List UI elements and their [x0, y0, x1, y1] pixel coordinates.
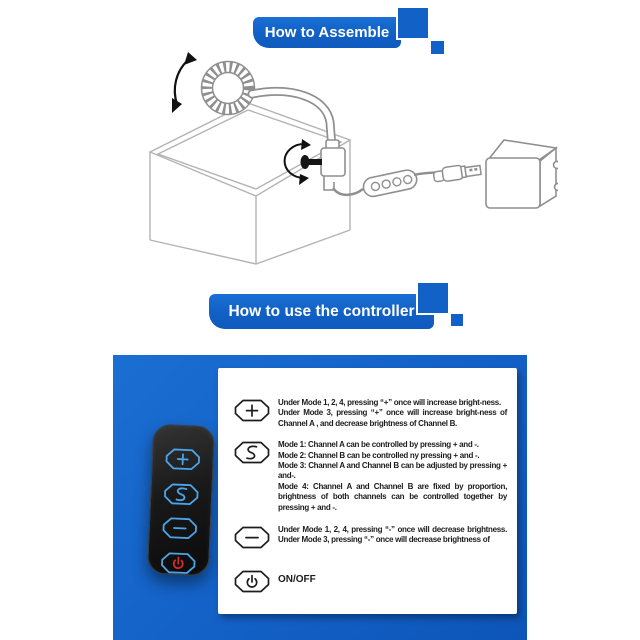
instruction-row-power: ON/OFF	[234, 569, 507, 598]
gooseneck-arm	[247, 87, 337, 153]
mode-instructions: Mode 1: Channel A can be controlled by p…	[278, 440, 507, 512]
controller-banner-label: How to use the controller	[228, 302, 415, 320]
controller-banner: How to use the controller	[209, 294, 434, 329]
clamp	[320, 139, 346, 191]
mode-button-icon	[234, 440, 270, 469]
power-cable	[332, 187, 364, 197]
remote-mode-button	[164, 483, 199, 505]
remote-minus-button	[162, 517, 197, 539]
remote-power-button	[161, 551, 196, 574]
rotation-arrow-icon	[172, 52, 197, 113]
minus-instructions: Under Mode 1, 2, 4, pressing “-” once wi…	[278, 525, 507, 545]
onoff-label: ON/OFF	[278, 574, 316, 586]
tank	[148, 102, 352, 265]
banner-decoration-square	[396, 8, 428, 40]
mode-cycle-icon	[175, 487, 188, 501]
usb-plug	[432, 164, 482, 183]
power-adapter	[485, 139, 558, 209]
plus-icon	[176, 453, 189, 466]
remote-plus-button	[165, 448, 200, 471]
instruction-row-mode: Mode 1: Channel A can be controlled by p…	[234, 440, 507, 513]
plus-instructions: Under Mode 1, 2, 4, pressing “+” once wi…	[278, 398, 507, 428]
controller-instructions-section: Under Mode 1, 2, 4, pressing “+” once wi…	[113, 355, 527, 640]
instructions-panel: Under Mode 1, 2, 4, pressing “+” once wi…	[218, 368, 517, 614]
power-button-icon	[234, 569, 270, 598]
usb-cable	[413, 171, 437, 177]
assemble-banner: How to Assemble	[253, 17, 401, 48]
assembly-illustration	[148, 52, 558, 265]
assemble-banner-label: How to Assemble	[264, 24, 390, 41]
screw-rotation-arrow-icon	[283, 139, 311, 185]
instruction-row-minus: Under Mode 1, 2, 4, pressing “-” once wi…	[234, 525, 507, 554]
banner-decoration-square-small	[451, 314, 463, 326]
minus-icon	[173, 527, 187, 530]
clamp-screw	[300, 155, 322, 169]
instruction-row-plus: Under Mode 1, 2, 4, pressing “+” once wi…	[234, 398, 507, 429]
light-head	[200, 60, 256, 116]
inline-controller	[362, 169, 418, 198]
banner-decoration-square	[416, 283, 448, 315]
minus-button-icon	[234, 525, 270, 554]
plus-button-icon	[234, 398, 270, 427]
remote-controller	[146, 423, 216, 577]
power-icon	[172, 555, 184, 569]
banner-decoration-square-small	[431, 41, 444, 54]
